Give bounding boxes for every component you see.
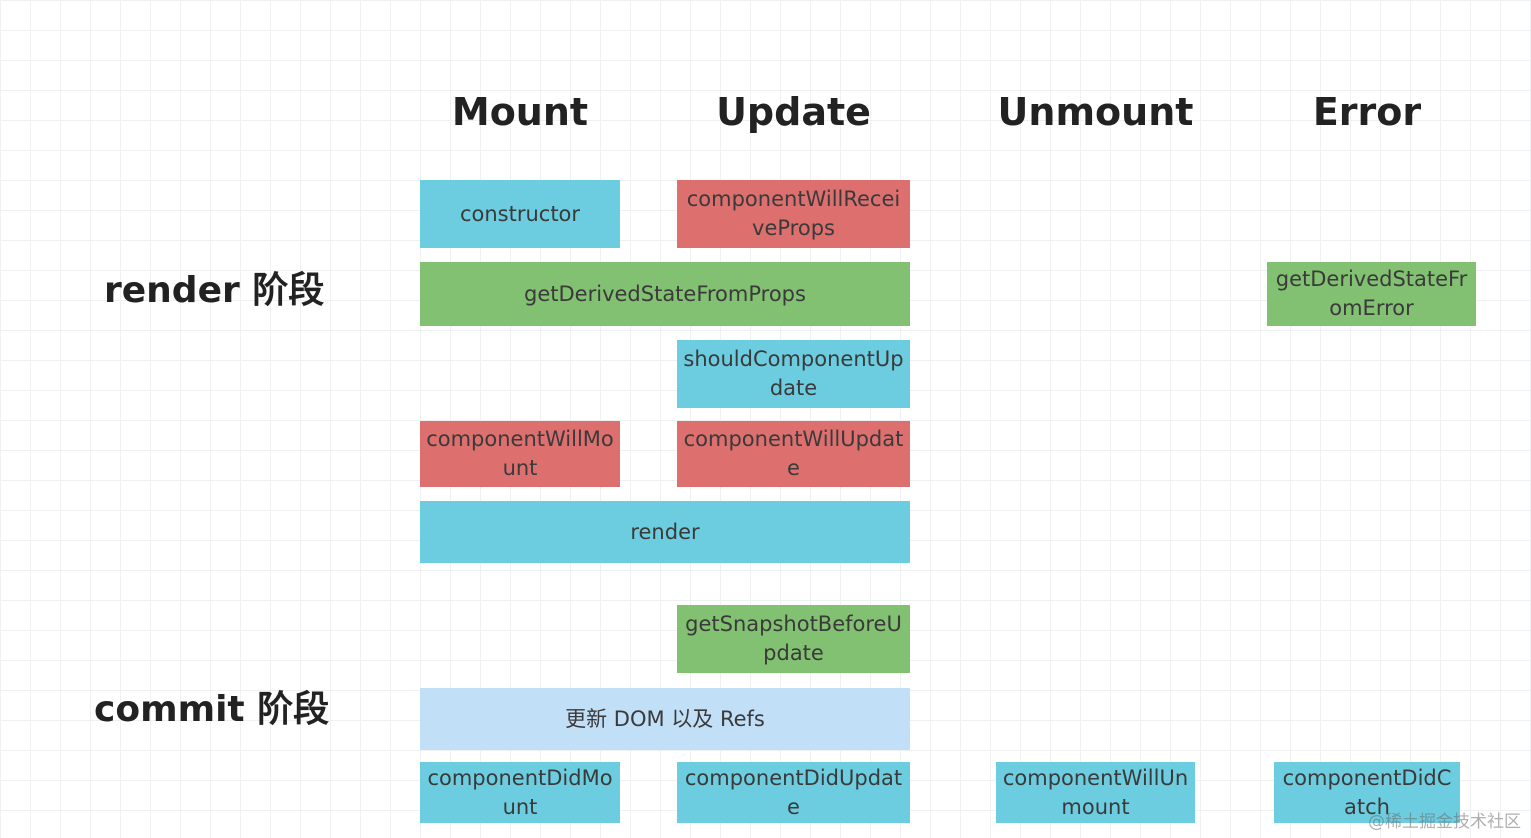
phase-label-commit: commit 阶段 <box>94 689 330 730</box>
component-will-mount-box: componentWillMount <box>420 421 620 487</box>
phase-label-render: render 阶段 <box>104 270 325 311</box>
component-will-update-box: componentWillUpdate <box>677 421 910 487</box>
should-component-update-box: shouldComponentUpdate <box>677 340 910 408</box>
get-snapshot-before-update-box: getSnapshotBeforeUpdate <box>677 605 910 673</box>
render-box: render <box>420 501 910 563</box>
component-did-update-box: componentDidUpdate <box>677 762 910 823</box>
component-did-catch-box: componentDidCatch <box>1274 762 1460 823</box>
column-title-unmount: Unmount <box>997 90 1194 134</box>
column-title-mount: Mount <box>451 90 589 134</box>
get-derived-state-from-error-box: getDerivedStateFromError <box>1267 262 1476 326</box>
get-derived-state-from-props-box: getDerivedStateFromProps <box>420 262 910 326</box>
component-will-receive-props-box: componentWillReceiveProps <box>677 180 910 248</box>
watermark: @稀土掘金技术社区 <box>1368 812 1521 832</box>
update-dom-refs-box: 更新 DOM 以及 Refs <box>420 688 910 750</box>
column-title-update: Update <box>716 90 871 134</box>
constructor-box: constructor <box>420 180 620 248</box>
component-did-mount-box: componentDidMount <box>420 762 620 823</box>
component-will-unmount-box: componentWillUnmount <box>996 762 1195 823</box>
column-title-error: Error <box>1312 90 1422 134</box>
